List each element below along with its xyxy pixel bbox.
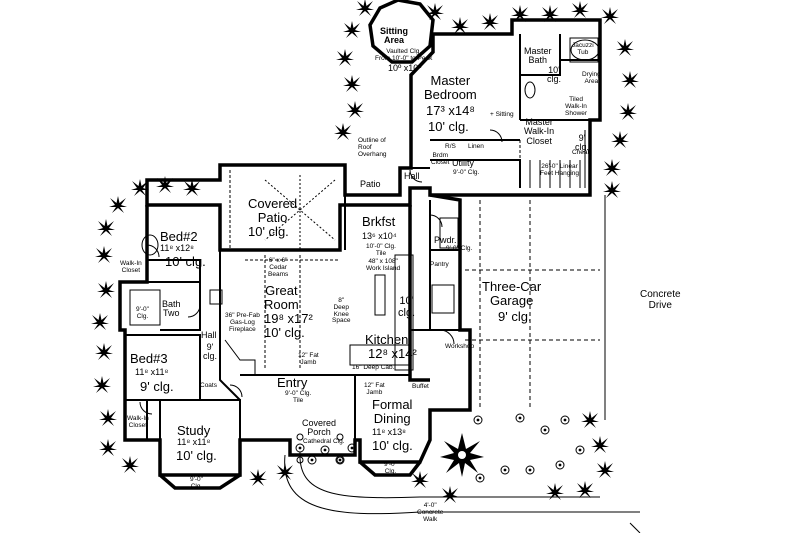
room-size-formal-dining: 11⁸ x13⁸: [372, 427, 406, 437]
note-linen: Linen: [468, 143, 484, 150]
note-deep-cab: 16" Deep Cab.: [352, 364, 395, 371]
room-ceiling-bed2: 10' clg.: [165, 254, 206, 269]
room-name-master-bath: Master Bath: [524, 46, 552, 66]
note-sidewalk: 4'-0" Concrete Walk: [417, 502, 444, 523]
room-size-sitting: 10º x10º: [388, 63, 422, 73]
room-ceiling-master-closet: 9' clg.: [575, 133, 590, 153]
room-name-bed3: Bed#3: [130, 351, 168, 366]
note-study-bay: 9'-0" Clg.: [190, 476, 203, 490]
room-name-brkfst: Brkfst: [362, 214, 396, 229]
room-ceiling-garage: 9' clg.: [498, 309, 532, 324]
note-walkin-closet-bottom: Walk-In Closet: [127, 415, 149, 429]
room-note-bath-two: 9'-0" Clg.: [136, 306, 149, 320]
note-knee-space: 8" Deep Knee Space: [332, 297, 351, 325]
room-size-bed2: 11⁸ x12⁸: [160, 243, 194, 253]
room-size-study: 11⁸ x11⁸: [177, 437, 211, 447]
room-name-bed2: Bed#2: [160, 229, 198, 244]
room-ceiling-master-bath: 10' clg.: [547, 65, 562, 85]
note-island: 48" x 108" Work Island: [366, 258, 401, 272]
room-name-kitchen: Kitchen: [365, 332, 409, 347]
room-size-kitchen: 12⁸ x14²: [368, 346, 417, 361]
note-jacuzzi: Jacuzzi Tub: [572, 42, 594, 56]
room-name-hall-top: Hall: [404, 171, 420, 181]
room-ceiling-bed3: 9' clg.: [140, 379, 174, 394]
note-linear-hanging: 26'-0" Linear Feet Hanging: [540, 163, 580, 177]
room-name-formal-dining: Formal Dining: [372, 397, 413, 426]
room-name-pwdr: Pwdr.: [434, 235, 457, 245]
room-name-utility: Utility: [452, 158, 474, 168]
room-ceiling-covered-patio: 10' clg.: [248, 224, 289, 239]
room-name-entry: Entry: [277, 375, 308, 390]
note-rs: R/S: [445, 143, 456, 150]
room-ceiling-great-room: 10' clg.: [264, 325, 305, 340]
room-size-brkfst: 13⁶ x10⁴: [362, 231, 397, 241]
note-drying-area: Drying Area: [582, 71, 601, 85]
room-name-covered-patio: Covered Patio: [248, 196, 298, 225]
note-dining-bay: 9'-0" Clg.: [384, 461, 397, 475]
room-name-great-room: Great Room: [264, 283, 299, 312]
note-shower: Tiled Walk-In Shower: [565, 96, 588, 117]
note-workshop: Workshop: [445, 343, 475, 350]
room-ceiling-master-bedroom: 10' clg.: [428, 119, 469, 134]
room-size-note-master-bedroom: + Sitting: [490, 111, 514, 118]
note-fat-jamb-dining: 12" Fat Jamb: [364, 382, 385, 396]
room-name-master-closet: Master Walk-In Closet: [524, 117, 555, 146]
note-fat-jamb-great: 12" Fat Jamb: [298, 352, 319, 366]
room-ceiling-hall-left: 9' clg.: [203, 342, 218, 362]
note-brdm-closet: Brdm Closet: [431, 152, 450, 166]
room-note-covered-porch: Cathedral Clg.: [303, 438, 345, 445]
room-note-utility: 9'-0" Clg.: [453, 169, 480, 176]
note-coats: Coats: [200, 382, 217, 389]
note-outline-roof: Outline of Roof Overhang: [358, 137, 387, 158]
room-name-garage: Three-Car Garage: [482, 279, 542, 308]
note-buffet: Buffet: [412, 383, 429, 390]
room-note-brkfst: 10'-0" Clg. Tile: [366, 243, 396, 257]
landscaping: [91, 0, 639, 503]
site-paving: [284, 195, 641, 533]
note-kitchen-ceiling: 10' clg.: [398, 295, 416, 319]
note-beams: 6" x 6" Cedar Beams: [268, 257, 289, 278]
note-concrete-drive: Concrete Drive: [640, 289, 681, 311]
interior-walls: [120, 34, 600, 441]
room-name-master-bedroom: Master Bedroom: [424, 73, 477, 102]
room-note-sitting: Vaulted Clg. From 10'-0" to Peak: [375, 48, 433, 62]
room-size-great-room: 19⁸ x17²: [264, 311, 313, 326]
room-name-hall-left: Hall: [201, 330, 217, 340]
room-ceiling-formal-dining: 10' clg.: [372, 438, 413, 453]
room-size-master-bedroom: 17³ x14⁸: [426, 103, 475, 118]
room-name-covered-porch: Covered Porch: [302, 418, 337, 438]
room-name-patio: Patio: [360, 179, 381, 189]
fixtures: [129, 37, 600, 464]
exterior-walls: [118, 0, 602, 490]
room-name-study: Study: [177, 423, 211, 438]
room-name-bath-two: Bath Two: [162, 299, 181, 319]
room-name-sitting: Sitting Area: [380, 26, 408, 46]
note-pantry: Pantry: [430, 261, 449, 268]
room-note-entry: 9'-0" Clg. Tile: [285, 390, 312, 404]
room-note-pwdr: 9'-0" Clg.: [446, 245, 473, 252]
room-ceiling-study: 10' clg.: [176, 448, 217, 463]
room-size-bed3: 11⁸ x11⁸: [135, 367, 169, 377]
note-walkin-closet-top: Walk-In Closet: [120, 260, 142, 274]
note-fireplace: 36" Pre-Fab Gas-Log Fireplace: [225, 312, 260, 333]
door-swings: [139, 129, 503, 415]
note-cheat: Cheat: [572, 149, 590, 156]
